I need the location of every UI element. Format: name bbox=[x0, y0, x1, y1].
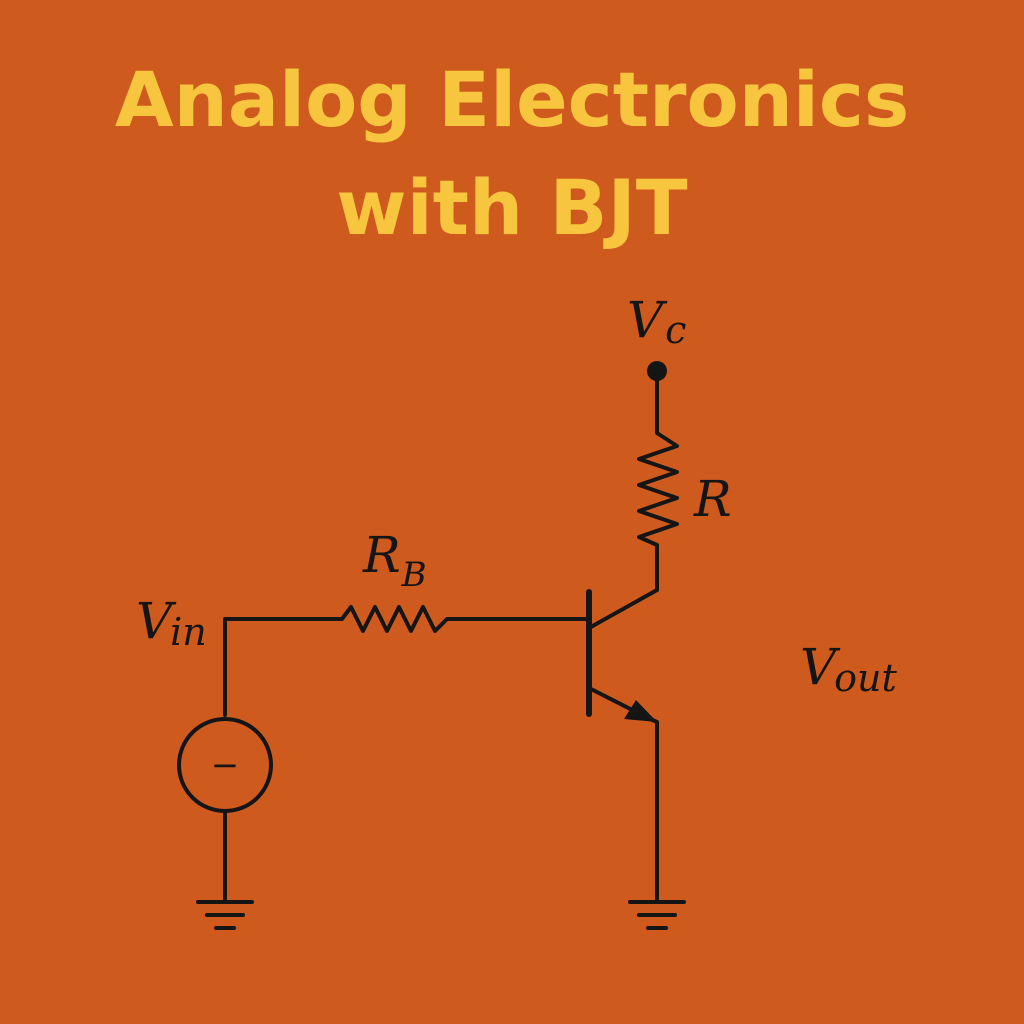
title-line-2: with BJT bbox=[336, 163, 688, 252]
rb-label-sub: B bbox=[401, 555, 427, 595]
source-ground-icon bbox=[196, 900, 254, 930]
r-label: R bbox=[693, 470, 732, 528]
emitter-ground-icon bbox=[628, 900, 686, 930]
vout-label-sub: out bbox=[834, 656, 897, 700]
vin-label: Vin bbox=[136, 592, 207, 654]
vc-label-main: V bbox=[627, 291, 668, 349]
vc-label: Vc bbox=[627, 291, 686, 352]
vc-label-sub: c bbox=[665, 308, 686, 352]
bjt-collector-lead bbox=[587, 588, 659, 630]
rb-label-main: R bbox=[362, 526, 401, 584]
voltage-source-sign: − bbox=[211, 746, 240, 786]
emitter-wire bbox=[646, 716, 659, 904]
vout-label: Vout bbox=[800, 638, 897, 700]
rb-label: RB bbox=[362, 526, 427, 595]
base-wire-with-resistor-rb bbox=[223, 605, 591, 717]
vout-label-main: V bbox=[800, 638, 841, 696]
title-line-1: Analog Electronics bbox=[114, 55, 910, 144]
vin-label-main: V bbox=[136, 592, 177, 650]
collector-resistor-r bbox=[637, 369, 679, 592]
vin-label-sub: in bbox=[170, 610, 207, 654]
